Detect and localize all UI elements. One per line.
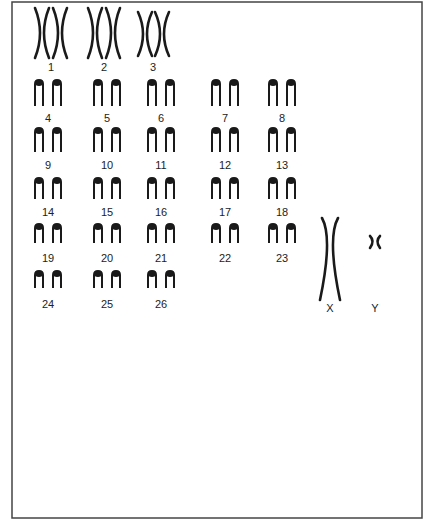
chromosome-number: 20 [101, 251, 113, 265]
chromosome-number: 15 [101, 205, 113, 219]
chromosome-number: 14 [42, 205, 54, 219]
chromosome-number: 10 [101, 158, 113, 172]
chromosome-number: 13 [276, 158, 288, 172]
chromosome-number: 1 [48, 60, 54, 74]
chromosome-number: 5 [104, 111, 110, 125]
chromosome-number: 24 [42, 297, 54, 311]
chromosome-number: 25 [101, 297, 113, 311]
chromosome-number: Y [371, 301, 378, 315]
chromosome-number: 6 [158, 111, 164, 125]
chromosome-number: 22 [219, 251, 231, 265]
chromosome-number: 19 [42, 251, 54, 265]
chromosome-number: 2 [101, 60, 107, 74]
chromosome-number: 23 [276, 251, 288, 265]
chromosome-number: 12 [219, 158, 231, 172]
chromosome-number: 8 [279, 111, 285, 125]
chromosome-number: X [326, 301, 333, 315]
chromosome-number: 4 [45, 111, 51, 125]
chromosome-number: 9 [45, 158, 51, 172]
chromosome-number: 3 [150, 60, 156, 74]
chromosome-number: 18 [276, 205, 288, 219]
chromosome-number: 17 [219, 205, 231, 219]
chromosome-number: 26 [155, 297, 167, 311]
chromosome-number: 7 [222, 111, 228, 125]
chromosome-number: 16 [155, 205, 167, 219]
chromosome-number: 21 [155, 251, 167, 265]
chromosome-number: 11 [155, 158, 166, 172]
